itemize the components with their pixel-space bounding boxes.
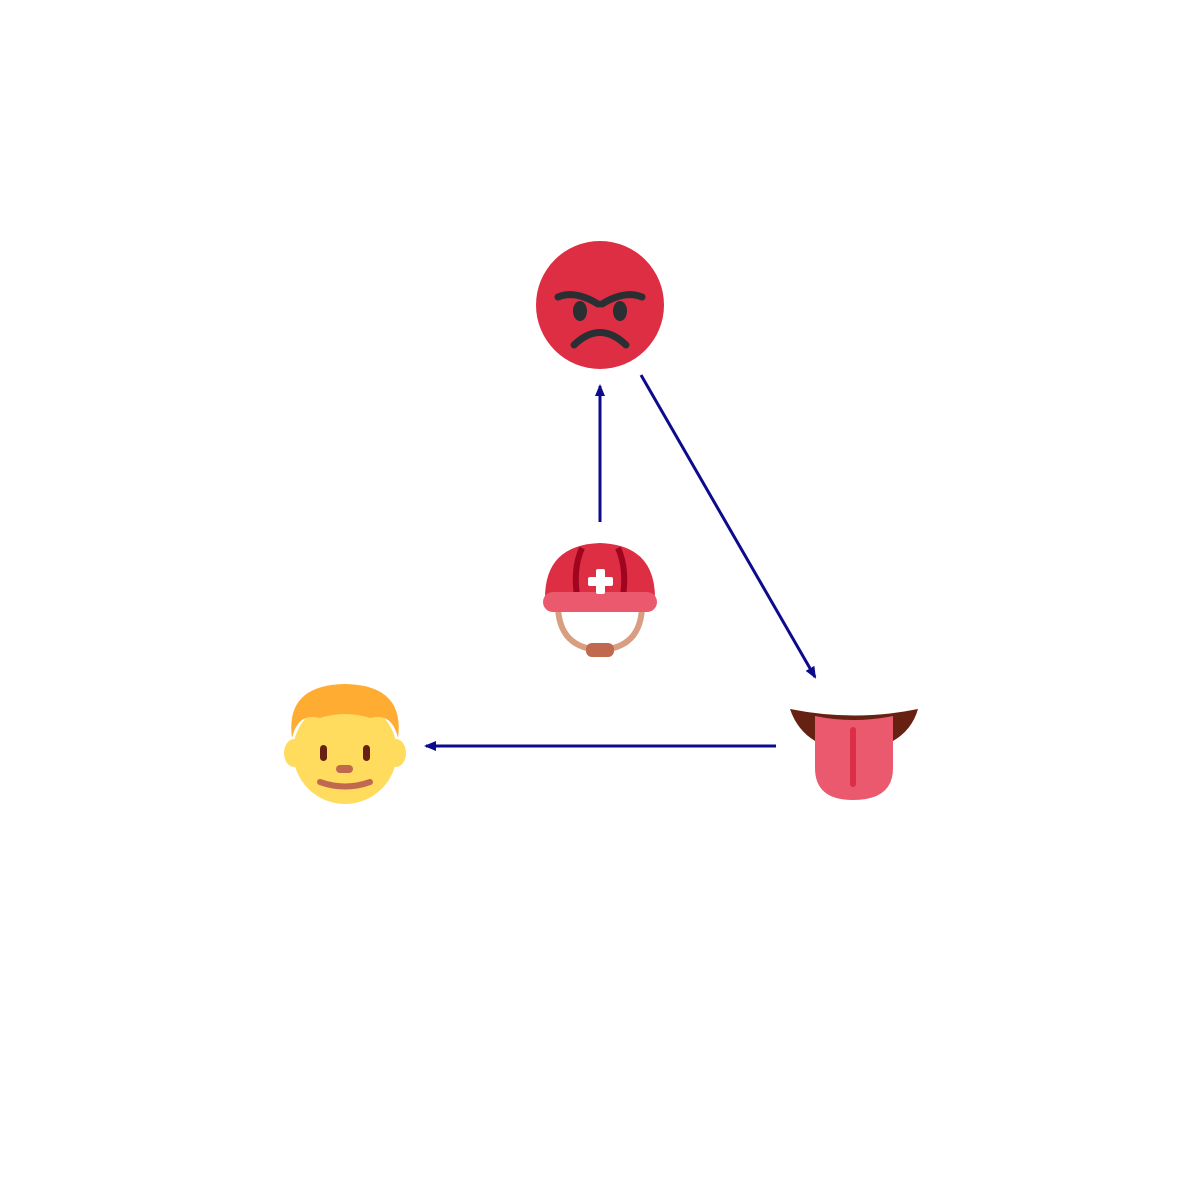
edges (424, 374, 817, 751)
tongue-icon (790, 709, 918, 800)
boy-face-icon (284, 684, 406, 804)
pouting-face-icon (536, 241, 664, 369)
edge-pouting-face-to-tongue (639, 374, 817, 679)
rescue-worker-helmet-icon (543, 543, 657, 657)
